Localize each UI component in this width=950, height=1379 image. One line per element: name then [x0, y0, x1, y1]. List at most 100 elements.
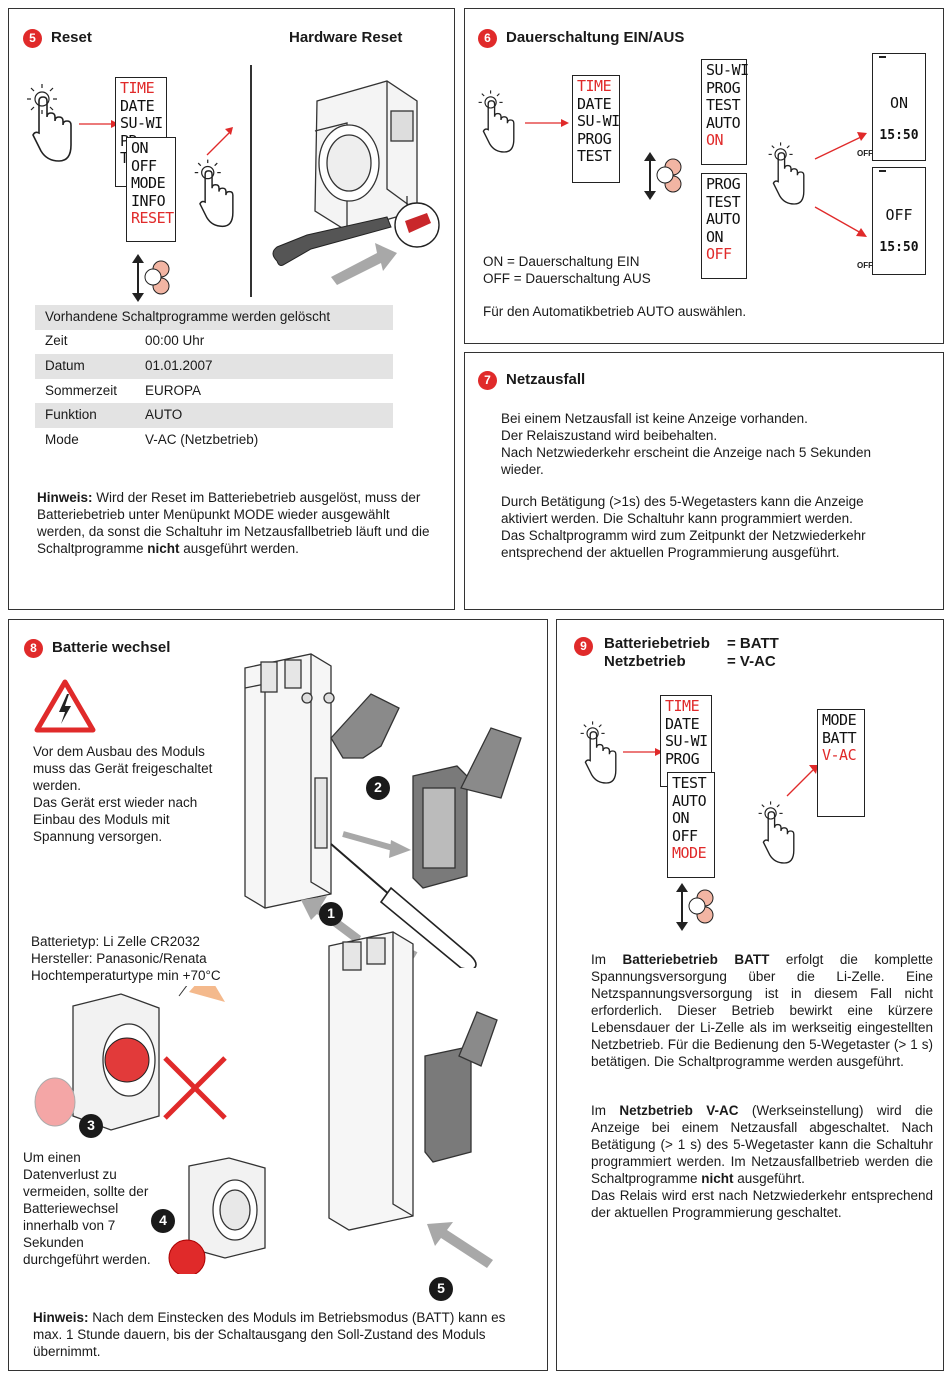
battery-mode-paragraph: Im Batteriebetrieb BATT erfolgt die komp…: [591, 951, 933, 1070]
mains-mode-paragraph: Im Netzbetrieb V-AC (Werkseinstellung) w…: [591, 1102, 933, 1221]
red-arrow-icon: [814, 206, 867, 237]
power-failure-title: 7 Netzausfall: [478, 371, 585, 390]
panel-reset: 5 Reset Hardware Reset TIME DATE SU-WI P…: [8, 8, 455, 610]
data-loss-hint: Um einen Datenverlust zu vermeiden, soll…: [23, 1150, 151, 1267]
note-label: Hinweis:: [37, 490, 93, 505]
red-arrow-icon: [623, 748, 663, 756]
reset-defaults-table: Vorhandene Schaltprogramme werden gelösc…: [35, 305, 393, 453]
lcd-line: TEST: [706, 96, 741, 114]
lcd-line: PROG: [706, 78, 741, 97]
row-label: Datum: [35, 354, 135, 379]
paragraph-emphasis: nicht: [701, 1171, 734, 1186]
finger-press-icon: [194, 159, 234, 228]
lcd-line: TIME: [120, 79, 155, 97]
battery-insert-illustration: [168, 1157, 266, 1274]
battery-mode-label: Batteriebetrieb: [604, 635, 710, 652]
menu-display-battery-mode: MODE BATT V-AC: [817, 709, 865, 817]
permanent-switching-heading: Dauerschaltung EIN/AUS: [506, 29, 685, 47]
reset-heading: Reset: [51, 29, 92, 47]
panel-operating-mode: 9 Batteriebetrieb= BATT Netzbetrieb= V-A…: [556, 619, 944, 1371]
note-emphasis: nicht: [147, 541, 180, 556]
high-voltage-warning-icon: [34, 679, 96, 733]
updown-buttons-icon: [644, 152, 682, 200]
lcd-line: SU-WI: [665, 732, 708, 750]
lcd-line: V-AC: [822, 746, 857, 764]
step-4-badge: 4: [151, 1209, 175, 1233]
row-label: Sommerzeit: [45, 382, 118, 398]
off-description: OFF = Dauerschaltung AUS: [483, 271, 651, 286]
lcd-line: AUTO: [706, 113, 741, 132]
panel-battery-change: 8 Batterie wechsel Vor dem Ausbau des Mo…: [8, 619, 548, 1371]
updown-buttons-icon: [132, 254, 170, 302]
lcd-line: INFO: [131, 191, 166, 210]
panel-power-failure: 7 Netzausfall Bei einem Netzausfall ist …: [464, 352, 944, 610]
red-arrow-icon: [786, 765, 818, 797]
red-arrow-icon: [206, 127, 233, 156]
step-badge: 6: [478, 29, 497, 48]
warning-text: Vor dem Ausbau des Moduls muss das Gerät…: [33, 744, 213, 844]
lcd-line: MODE: [822, 711, 857, 729]
step-badge: 8: [24, 639, 43, 658]
lcd-line: ON: [706, 227, 724, 246]
red-arrow-icon: [525, 119, 569, 127]
lcd-line: TIME: [665, 697, 700, 715]
lcd-line: OFF: [706, 245, 732, 263]
lcd-line: PROG: [665, 749, 700, 768]
hardware-reset-illustration: [272, 80, 440, 285]
row-label: Zeit: [45, 333, 68, 349]
lcd-line: DATE: [577, 94, 612, 113]
red-arrow-icon: [814, 132, 867, 160]
lcd-line: T: [120, 149, 129, 167]
row-value: 01.01.2007: [135, 354, 393, 379]
display-side-label: OFF: [857, 261, 873, 270]
battery-mode-value: = BATT: [727, 635, 779, 652]
battery-specs: Batterietyp: Li Zelle CR2032 Hersteller:…: [31, 934, 221, 983]
power-failure-heading: Netzausfall: [506, 371, 586, 389]
auto-hint: Für den Automatikbetrieb AUTO auswählen.: [483, 304, 747, 319]
display-time: 15:50: [879, 240, 919, 255]
mains-mode-label: Netzbetrieb: [604, 653, 686, 670]
lcd-line: AUTO: [672, 791, 707, 810]
lcd-line: TIME: [577, 77, 612, 95]
module-insertion-illustration: [328, 931, 498, 1268]
mode-legend: Batteriebetrieb= BATT Netzbetrieb= V-AC: [604, 635, 779, 671]
lcd-line: MODE: [131, 174, 166, 192]
finger-press-icon: [580, 721, 617, 784]
indicator: [879, 56, 886, 58]
row-value: V-AC (Netzbetrieb): [145, 431, 259, 447]
lcd-line: SU-WI: [706, 61, 749, 79]
panel-permanent-switching: 6 Dauerschaltung EIN/AUS TIME DATE SU-WI…: [464, 8, 944, 344]
red-arrow-icon: [79, 120, 119, 128]
step-badge: 5: [23, 29, 42, 48]
menu-display-reset: ON OFF MODE INFO RESET: [126, 137, 176, 242]
note-text: ausgeführt werden.: [179, 541, 299, 556]
battery-note: Hinweis: Nach dem Einstecken des Moduls …: [33, 1309, 533, 1360]
on-description: ON = Dauerschaltung EIN: [483, 254, 640, 269]
display-on: ON 15:50: [872, 53, 926, 161]
row-value: AUTO: [135, 403, 393, 428]
lcd-line: PROG: [577, 129, 612, 148]
paragraph-text: ausgeführt. Das Relais wird erst nach Ne…: [591, 1171, 933, 1220]
updown-buttons-icon: [676, 883, 714, 931]
step-1-badge: 1: [319, 902, 343, 926]
battery-handling-illustration: [34, 986, 227, 1131]
divider: [250, 65, 252, 297]
paragraph-emphasis: Batteriebetrieb BATT: [622, 952, 770, 967]
note-label: Hinweis:: [33, 1310, 89, 1325]
menu-display-main: TIME DATE SU-WI PROG TEST: [572, 75, 620, 183]
lcd-line: RESET: [131, 209, 174, 227]
lcd-line: ON: [672, 809, 690, 827]
lcd-line: ON: [706, 131, 724, 149]
battery-change-title: 8 Batterie wechsel: [24, 639, 170, 658]
lcd-line: DATE: [120, 96, 155, 115]
hardware-reset-title: Hardware Reset: [289, 29, 403, 46]
paragraph-text: Im: [591, 1103, 620, 1118]
lcd-line: BATT: [822, 728, 857, 747]
lcd-line: MODE: [672, 844, 707, 862]
display-time: 15:50: [879, 128, 919, 143]
